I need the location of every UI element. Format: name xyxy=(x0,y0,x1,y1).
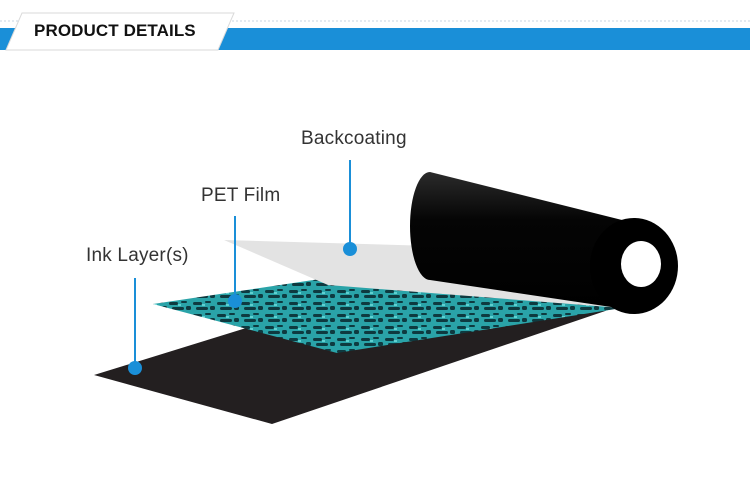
backcoating-marker xyxy=(343,242,357,256)
backcoating-label: Backcoating xyxy=(301,128,407,149)
pet-film-marker xyxy=(228,294,242,308)
ribbon-roll-core xyxy=(621,241,661,287)
ink-layer-sheet xyxy=(94,300,614,424)
header-title: PRODUCT DETAILS xyxy=(34,21,196,40)
ink-layer-marker xyxy=(128,361,142,375)
ink-layer-label: Ink Layer(s) xyxy=(86,245,189,266)
header-title-tab xyxy=(5,12,235,51)
ribbon-roll-body xyxy=(410,172,641,308)
pet-film-label: PET Film xyxy=(201,185,281,206)
header-graphic xyxy=(0,12,750,51)
section-header: PRODUCT DETAILS xyxy=(0,0,750,56)
